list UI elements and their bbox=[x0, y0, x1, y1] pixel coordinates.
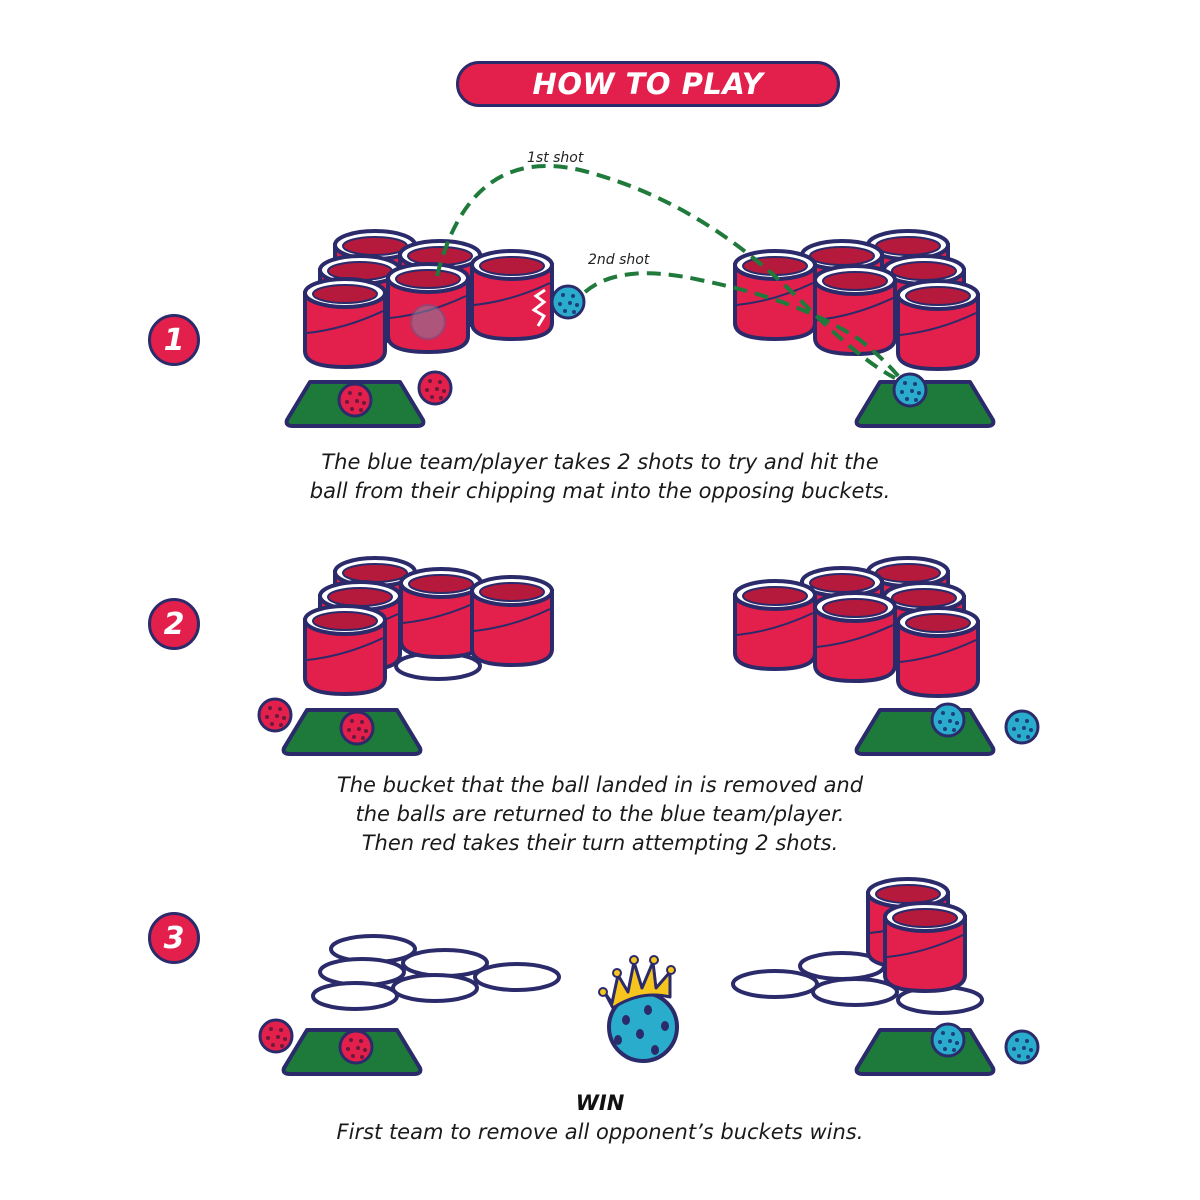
step1-red-bucket-group bbox=[303, 229, 554, 369]
bounce-splash-icon bbox=[531, 288, 547, 327]
red-ball bbox=[339, 710, 375, 746]
red-ball bbox=[337, 382, 373, 418]
second-shot-label: 2nd shot bbox=[588, 252, 650, 268]
red-ball bbox=[417, 370, 453, 406]
page-title: HOW TO PLAY bbox=[532, 67, 764, 101]
step-3-caption: First team to remove all opponent’s buck… bbox=[0, 1118, 1200, 1147]
blue-ball bbox=[1004, 1029, 1040, 1065]
ball-inside-bucket-icon bbox=[410, 304, 446, 340]
step-1-badge: 1 bbox=[148, 314, 200, 366]
caption-line: The blue team/player takes 2 shots to tr… bbox=[321, 450, 879, 474]
step-2-number: 2 bbox=[163, 606, 185, 642]
blue-ball-bounce bbox=[550, 284, 586, 320]
caption-line: ball from their chipping mat into the op… bbox=[309, 479, 891, 503]
red-ball bbox=[338, 1029, 374, 1065]
caption-line: First team to remove all opponent’s buck… bbox=[336, 1120, 864, 1144]
step-2-caption: The bucket that the ball landed in is re… bbox=[0, 771, 1200, 858]
blue-chipping-mat bbox=[854, 1028, 996, 1076]
blue-ball bbox=[930, 702, 966, 738]
blue-ball bbox=[1004, 709, 1040, 745]
blue-ball bbox=[892, 372, 928, 408]
win-title: WIN bbox=[575, 1091, 625, 1115]
step2-opponent-bucket-group bbox=[733, 556, 980, 698]
crown-icon bbox=[603, 960, 672, 1010]
caption-line: The bucket that the ball landed in is re… bbox=[336, 773, 864, 797]
step-3-number: 3 bbox=[163, 920, 185, 956]
step-3-badge: 3 bbox=[148, 912, 200, 964]
step-2-badge: 2 bbox=[148, 598, 200, 650]
how-to-play-banner: HOW TO PLAY bbox=[456, 61, 840, 107]
step3-removed-rings-left bbox=[311, 934, 561, 1011]
red-ball bbox=[258, 1018, 294, 1054]
step-1-number: 1 bbox=[163, 322, 185, 358]
blue-chipping-mat bbox=[854, 708, 996, 756]
winner-crown-ball-icon bbox=[598, 955, 679, 1063]
step3-remaining-buckets bbox=[866, 877, 967, 993]
caption-line: the balls are returned to the blue team/… bbox=[355, 802, 845, 826]
step1-opponent-bucket-group bbox=[733, 229, 980, 371]
first-shot-label: 1st shot bbox=[527, 150, 584, 166]
step-1-caption: The blue team/player takes 2 shots to tr… bbox=[0, 448, 1200, 506]
red-ball bbox=[257, 697, 293, 733]
second-shot-arc bbox=[583, 271, 902, 380]
caption-line: Then red takes their turn attempting 2 s… bbox=[361, 831, 839, 855]
blue-ball bbox=[930, 1022, 966, 1058]
